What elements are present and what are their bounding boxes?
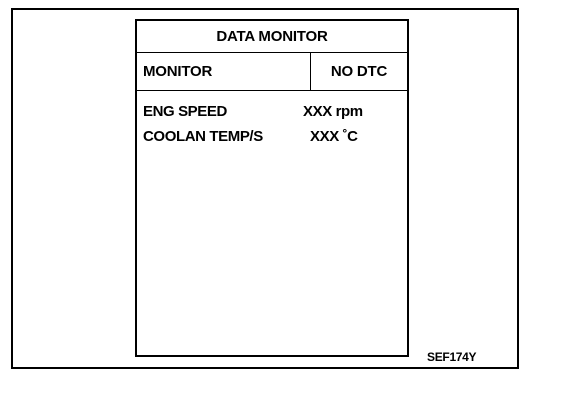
data-row-coolant-temp: COOLAN TEMP/S XXX ˚C (143, 128, 393, 148)
data-monitor-screen: DATA MONITOR MONITOR NO DTC ENG SPEED XX… (135, 19, 409, 357)
data-item-value: XXX rpm (303, 103, 363, 120)
monitor-header-label: MONITOR (137, 53, 311, 90)
figure-frame (11, 8, 519, 369)
data-item-label: COOLAN TEMP/S (143, 128, 263, 145)
data-item-value: XXX ˚C (310, 128, 358, 145)
dtc-status: NO DTC (330, 63, 388, 80)
data-item-label: ENG SPEED (143, 103, 227, 120)
figure-code: SEF174Y (427, 350, 477, 364)
screen-title: DATA MONITOR (137, 21, 407, 53)
monitor-header-row: MONITOR NO DTC (137, 53, 407, 91)
data-row-eng-speed: ENG SPEED XXX rpm (143, 103, 393, 123)
